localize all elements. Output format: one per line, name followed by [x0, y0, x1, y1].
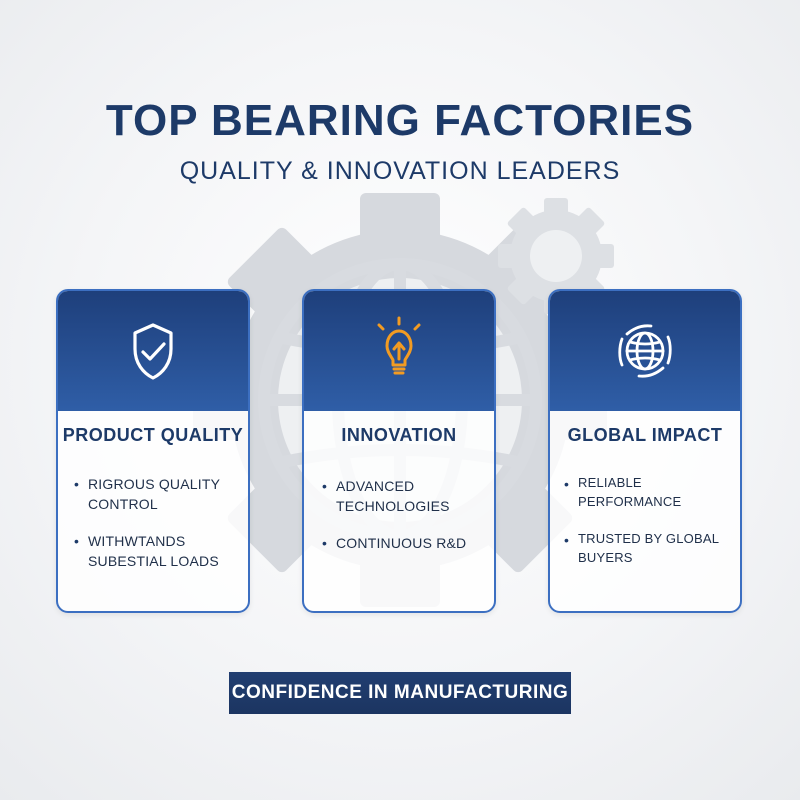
list-item: WITHWTANDS SUBESTIAL LOADS [74, 531, 230, 572]
list-item: ADVANCED TECHNOLOGIES [322, 476, 476, 517]
globe-icon [611, 317, 679, 385]
global-impact-card: GLOBAL IMPACT RELIABLE PERFORMANCE TRUST… [548, 289, 742, 613]
confidence-banner: CONFIDENCE IN MANUFACTURING [229, 672, 571, 714]
innovation-card-header [304, 291, 494, 411]
list-item: CONTINUOUS R&D [322, 533, 476, 554]
list-item: RELIABLE PERFORMANCE [564, 474, 732, 512]
product-quality-title: PRODUCT QUALITY [62, 425, 244, 445]
innovation-list: ADVANCED TECHNOLOGIES CONTINUOUS R&D [304, 476, 494, 553]
global-impact-title: GLOBAL IMPACT [567, 425, 723, 445]
page-title: TOP BEARING FACTORIES [105, 96, 695, 145]
lightbulb-icon [367, 315, 431, 387]
list-item: RIGROUS QUALITY CONTROL [74, 474, 230, 515]
product-quality-list: RIGROUS QUALITY CONTROL WITHWTANDS SUBES… [58, 474, 248, 571]
product-quality-card-header [58, 291, 248, 411]
innovation-card: INNOVATION ADVANCED TECHNOLOGIES CONTINU… [302, 289, 496, 613]
innovation-title: INNOVATION [341, 425, 457, 445]
page-subtitle: QUALITY & INNOVATION LEADERS [179, 157, 621, 185]
global-impact-list: RELIABLE PERFORMANCE TRUSTED BY GLOBAL B… [550, 474, 740, 567]
global-impact-card-header [550, 291, 740, 411]
list-item: TRUSTED BY GLOBAL BUYERS [564, 530, 732, 568]
shield-check-icon [121, 319, 185, 383]
product-quality-card: PRODUCT QUALITY RIGROUS QUALITY CONTROL … [56, 289, 250, 613]
